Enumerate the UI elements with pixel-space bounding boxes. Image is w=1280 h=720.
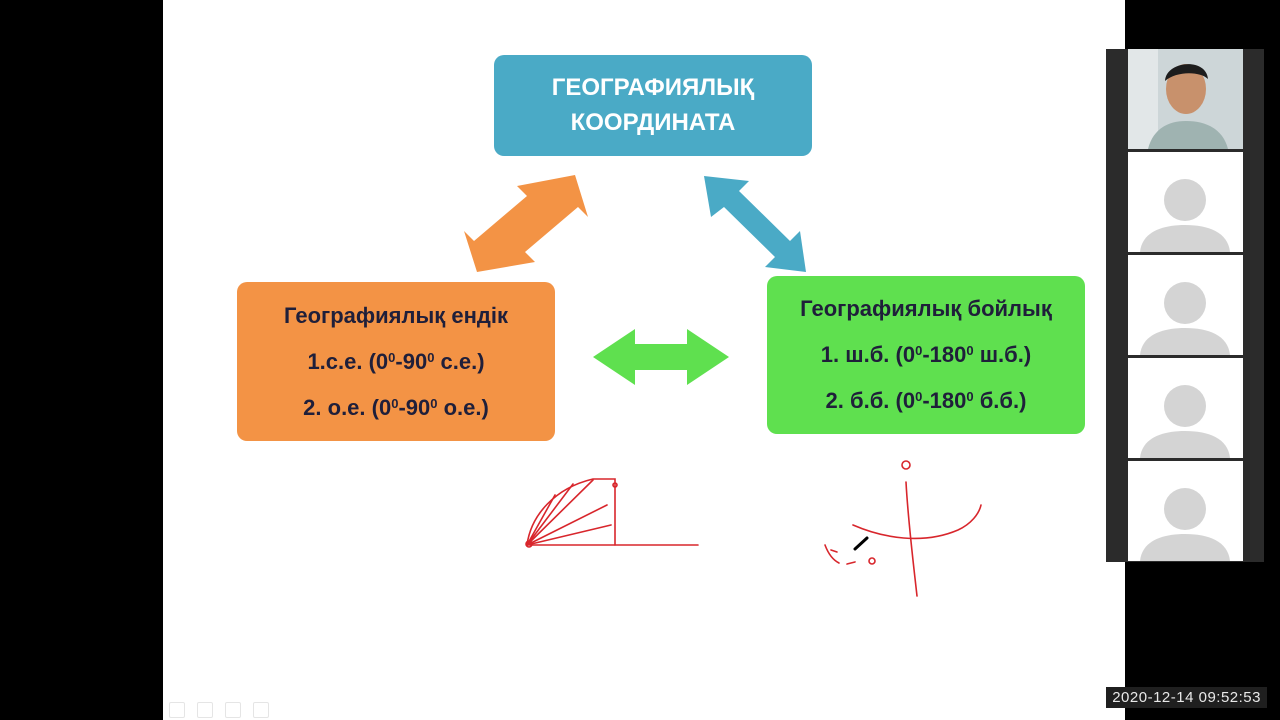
right-box-longitude: Географиялық бойлық 1. ш.б. (00-1800 ш.б…: [767, 276, 1085, 434]
left-box-item2: 2. о.е. (00-900 о.е.): [303, 395, 489, 420]
green-double-arrow-icon: [593, 329, 729, 385]
recording-timestamp: 2020-12-14 09:52:53: [1106, 687, 1267, 708]
participant-avatar-tile-3[interactable]: [1128, 358, 1243, 458]
top-box-line2: КООРДИНАТА: [570, 109, 736, 136]
orange-double-arrow-icon: [464, 175, 588, 272]
participant-avatar-tile-1[interactable]: [1128, 152, 1243, 252]
avatar-placeholder-icon: [1140, 179, 1230, 252]
right-box-item1: 1. ш.б. (00-1800 ш.б.): [820, 342, 1032, 367]
top-box-geographic-coordinate: ГЕОГРАФИЯЛЫҚ КООРДИНАТА: [494, 55, 812, 156]
avatar-placeholder-icon: [1140, 282, 1230, 355]
participant-avatar-tile-4[interactable]: [1128, 461, 1243, 561]
pen-cursor-icon: [853, 536, 869, 551]
presentation-slide: ГЕОГРАФИЯЛЫҚ КООРДИНАТА Географиялық енд…: [163, 0, 1125, 720]
left-box-latitude: Географиялық ендік 1.с.е. (00-900 с.е.) …: [237, 282, 555, 441]
menu-icon[interactable]: [225, 702, 241, 718]
participants-panel: [1106, 49, 1264, 562]
avatar-placeholder-icon: [1140, 488, 1230, 561]
slideshow-toolbar: [169, 702, 269, 720]
slide-drawings: [464, 175, 982, 597]
participant-video-tile[interactable]: [1128, 49, 1243, 149]
next-icon[interactable]: [253, 702, 269, 718]
top-box-line1: ГЕОГРАФИЯЛЫҚ: [551, 74, 755, 101]
left-box-item1: 1.с.е. (00-900 с.е.): [307, 349, 485, 374]
left-box-title: Географиялық ендік: [284, 303, 508, 328]
pen-icon[interactable]: [197, 702, 213, 718]
longitude-sketch: [824, 460, 982, 597]
avatar-placeholder-icon: [1140, 385, 1230, 458]
blue-double-arrow-icon: [704, 176, 806, 272]
latitude-sketch: [525, 478, 699, 548]
right-box-title: Географиялық бойлық: [800, 296, 1052, 321]
prev-icon[interactable]: [169, 702, 185, 718]
right-box-item2: 2. б.б. (00-1800 б.б.): [825, 388, 1027, 413]
participant-avatar-tile-2[interactable]: [1128, 255, 1243, 355]
participant-video-icon: [1128, 49, 1243, 149]
